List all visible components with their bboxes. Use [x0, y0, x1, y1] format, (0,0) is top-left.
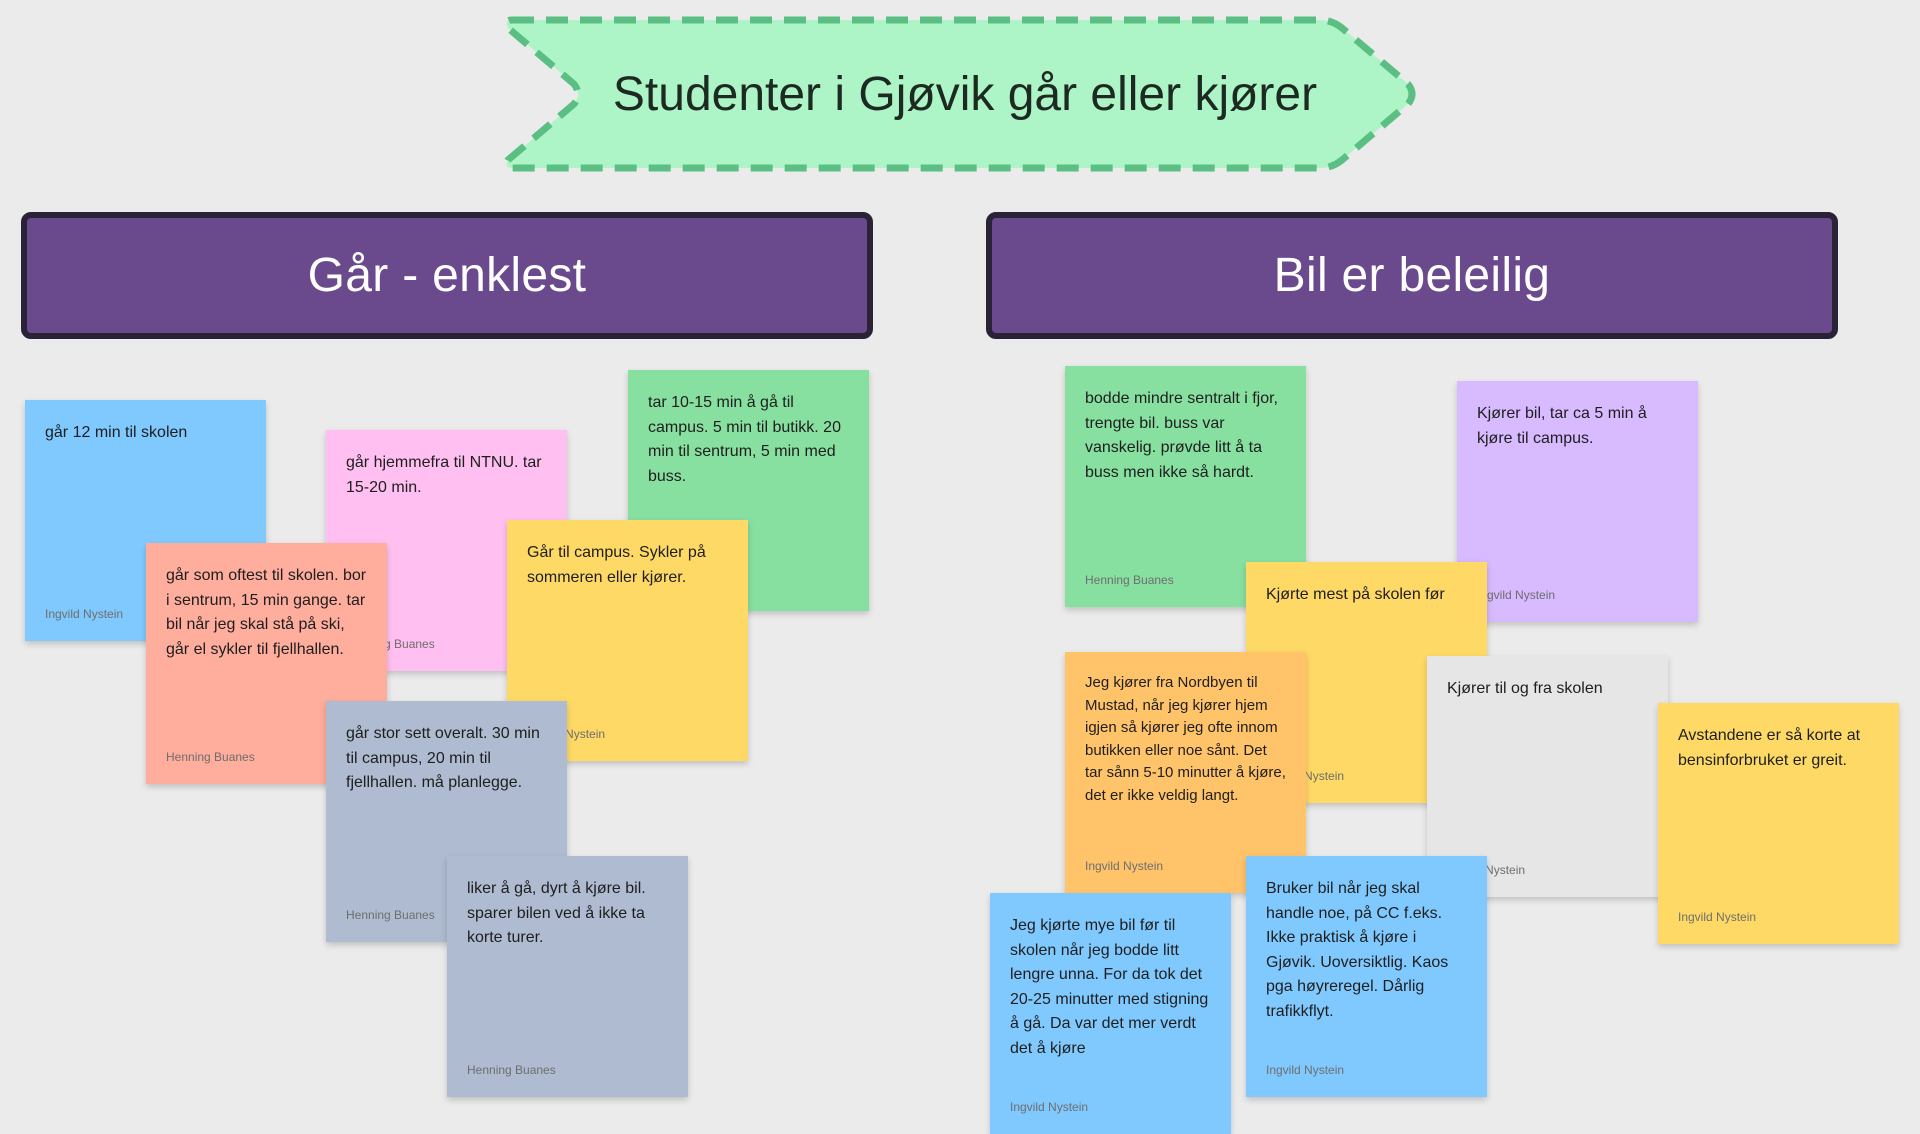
note-text: liker å gå, dyrt å kjøre bil. sparer bil…: [467, 880, 646, 946]
note-text: Kjører til og fra skolen: [1447, 680, 1603, 697]
sticky-note[interactable]: Bruker bil når jeg skal handle noe, på C…: [1246, 856, 1487, 1097]
note-author: Ingvild Nystein: [1477, 588, 1556, 602]
note-author: Ingvild Nystein: [1010, 1100, 1089, 1114]
note-text: Jeg kjører fra Nordbyen til Mustad, når …: [1085, 674, 1286, 804]
note-text: Går til campus. Sykler på sommeren eller…: [527, 544, 706, 586]
sticky-note[interactable]: går stor sett overalt. 30 min til campus…: [326, 701, 567, 942]
note-author: Ingvild Nystein: [45, 607, 124, 621]
note-text: Bruker bil når jeg skal handle noe, på C…: [1266, 880, 1449, 1020]
note-text: går som oftest til skolen. bor i sentrum…: [166, 567, 367, 658]
note-text: Jeg kjørte mye bil før til skolen når je…: [1010, 917, 1209, 1057]
note-text: går 12 min til skolen: [45, 424, 188, 441]
sticky-note[interactable]: går som oftest til skolen. bor i sentrum…: [146, 543, 387, 784]
note-author: Henning Buanes: [1085, 573, 1174, 587]
column-header-walking[interactable]: Går - enklest: [21, 212, 873, 339]
note-text: går stor sett overalt. 30 min til campus…: [346, 725, 540, 791]
note-text: bodde mindre sentralt i fjor, trengte bi…: [1085, 390, 1278, 481]
column-header-car[interactable]: Bil er beleilig: [986, 212, 1838, 339]
sticky-note[interactable]: liker å gå, dyrt å kjøre bil. sparer bil…: [447, 856, 688, 1097]
sticky-note[interactable]: Avstandene er så korte at bensinforbruke…: [1658, 703, 1899, 944]
note-text: tar 10-15 min å gå til campus. 5 min til…: [648, 394, 841, 485]
note-author: Ingvild Nystein: [1678, 910, 1757, 924]
board-title: Studenter i Gjøvik går eller kjører: [612, 67, 1318, 121]
title-banner[interactable]: Studenter i Gjøvik går eller kjører: [500, 14, 1420, 174]
note-text: Kjører bil, tar ca 5 min å kjøre til cam…: [1477, 405, 1647, 447]
note-author: Ingvild Nystein: [1085, 859, 1164, 873]
sticky-note[interactable]: Kjører bil, tar ca 5 min å kjøre til cam…: [1457, 381, 1698, 622]
note-author: Henning Buanes: [346, 908, 435, 922]
banner-chevron-shape: [503, 16, 1416, 172]
note-text: Avstandene er så korte at bensinforbruke…: [1678, 727, 1861, 769]
note-text: Kjørte mest på skolen før: [1266, 586, 1445, 603]
sticky-note[interactable]: Jeg kjørte mye bil før til skolen når je…: [990, 893, 1231, 1134]
sticky-note[interactable]: Jeg kjører fra Nordbyen til Mustad, når …: [1065, 652, 1306, 893]
note-author: Ingvild Nystein: [1266, 1063, 1345, 1077]
note-author: Henning Buanes: [166, 750, 255, 764]
column-header-label: Bil er beleilig: [1273, 249, 1551, 302]
note-text: går hjemmefra til NTNU. tar 15-20 min.: [346, 454, 542, 496]
column-header-label: Går - enklest: [307, 249, 587, 302]
note-author: Henning Buanes: [467, 1063, 556, 1077]
